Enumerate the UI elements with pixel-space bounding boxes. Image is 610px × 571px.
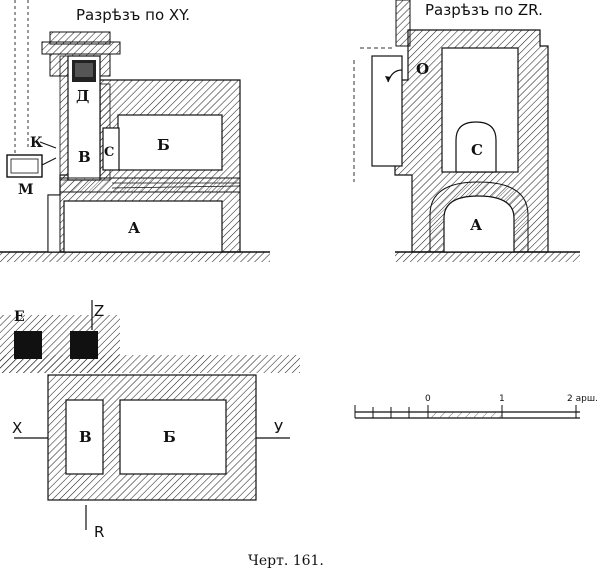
- chamber-s-xy: [102, 127, 120, 171]
- chimney-block-e-right: [70, 331, 98, 359]
- scale-bar: 0 1 2 арш.: [354, 394, 598, 419]
- chamber-s-zr: [455, 121, 497, 173]
- cut-mark-y: У: [274, 419, 283, 437]
- label-v-xy: В: [78, 148, 91, 166]
- cut-mark-r: R: [94, 523, 104, 541]
- figure-caption: Черт. 161.: [248, 553, 324, 569]
- label-k: К: [30, 135, 43, 151]
- section-zr: Разрѣзъ по ZR. О С А: [353, 0, 580, 262]
- label-a-zr: А: [470, 216, 483, 234]
- label-m: М: [18, 182, 34, 198]
- chamber-b-plan: [119, 399, 227, 475]
- scale-label-1: 1: [499, 394, 505, 404]
- scale-label-0: 0: [425, 394, 431, 404]
- label-v-plan: В: [79, 428, 92, 446]
- chamber-a-xy: [63, 200, 223, 253]
- pipe-o: [371, 55, 403, 167]
- plan-view: Е Z R X У В Б: [0, 300, 300, 541]
- cut-mark-z: Z: [94, 302, 104, 320]
- label-o: О: [416, 60, 429, 78]
- section-xy-title: Разрѣзъ по XY.: [76, 6, 190, 24]
- chamber-b-xy: [117, 114, 223, 171]
- section-xy: Разрѣзъ по XY.: [0, 0, 270, 262]
- cut-mark-x: X: [12, 419, 22, 437]
- chamber-a-zr: [443, 195, 515, 253]
- scale-label-2: 2 арш.: [567, 394, 598, 404]
- label-a-xy: А: [128, 219, 141, 237]
- label-b-plan: Б: [163, 428, 176, 446]
- chamber-v-plan: [65, 399, 104, 475]
- label-b-xy: Б: [157, 136, 170, 154]
- label-s-zr: С: [471, 141, 483, 159]
- floor-xy: [0, 252, 270, 262]
- section-zr-title: Разрѣзъ по ZR.: [425, 1, 543, 19]
- label-d: Д: [76, 87, 89, 105]
- label-s-xy: С: [104, 145, 114, 160]
- chimney-block-e-left: [14, 331, 42, 359]
- label-e: Е: [14, 309, 25, 325]
